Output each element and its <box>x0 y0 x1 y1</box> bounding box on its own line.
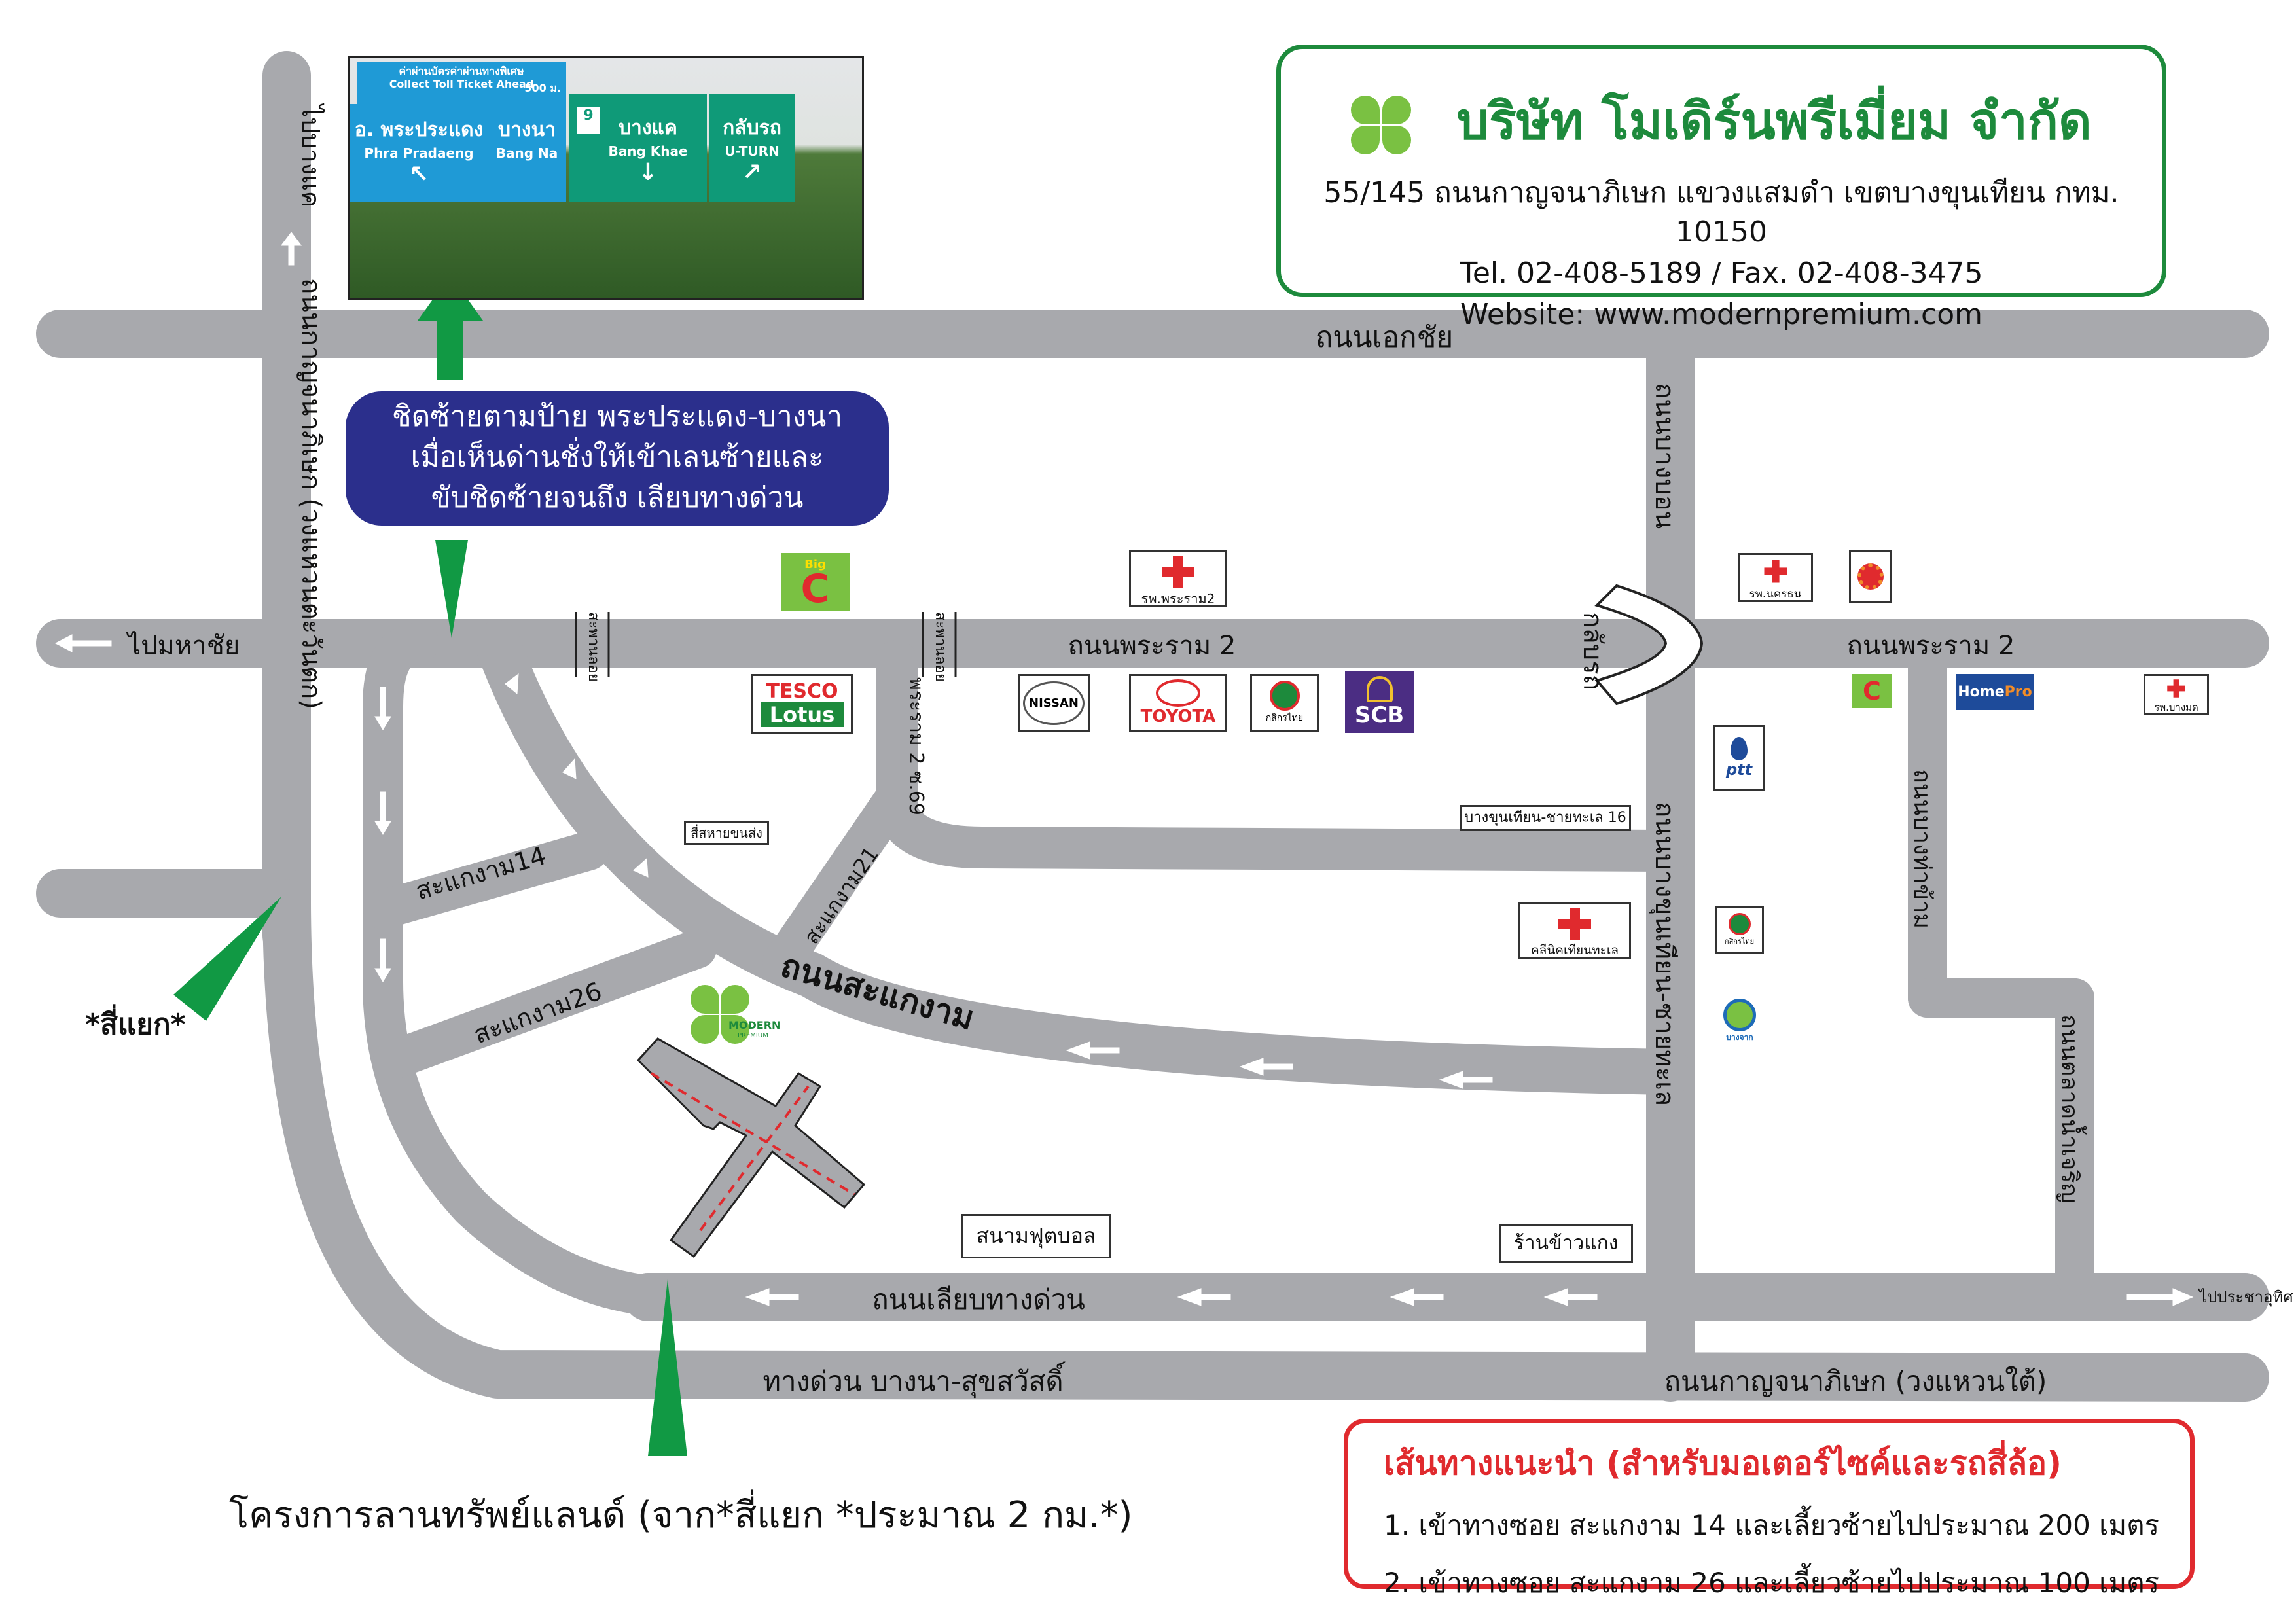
label-talad-nam: ถนนตลาดน้ำเจริญ <box>2056 1014 2087 1203</box>
kasikorn-emblem-icon <box>1269 681 1300 711</box>
road-kanchana-south <box>262 879 2269 1402</box>
company-website[interactable]: Website: www.modernpremium.com <box>1460 298 1982 331</box>
label-bang-bon: ถนนบางบอน <box>1649 383 1679 529</box>
sign-bang-khae: 9 บางแค Bang Khae ↓ <box>569 94 707 202</box>
tesco-lotus-logo: TESCO Lotus <box>751 674 853 734</box>
road-soi-26 <box>373 929 717 1080</box>
road-sakaengam <box>475 620 1693 1095</box>
toyota-logo: TOYOTA <box>1129 674 1227 732</box>
sun-logo <box>1849 550 1892 603</box>
kasikorn-logo-2: กสิกรไทย <box>1715 906 1764 954</box>
directions-line-1: ชิดซ้ายตามป้าย พระประแดง-บางนา <box>391 400 843 433</box>
project-site-dash-2 <box>699 1085 810 1232</box>
bangchak-leaf-icon <box>1723 998 1756 1031</box>
arrow-up-left-icon: ↖ <box>408 161 429 188</box>
directions-line-3: ขับชิดซ้ายจนถึง เลียบทางด่วน <box>431 481 804 514</box>
toyota-emblem-icon <box>1156 679 1200 707</box>
bangchak-logo: บางจาก <box>1717 995 1763 1047</box>
label-to-mahachai: ไปมหาชัย <box>126 631 240 661</box>
company-info-box: บริษัท โมเดิร์นพรีเมี่ยม จำกัด 55/145 ถน… <box>1276 45 2166 331</box>
green-pointer-intersection <box>173 897 281 1021</box>
label-rama2-right: ถนนพระราม 2 <box>1847 631 2015 661</box>
label-bang-tha-kham: ถนนบางท่าข้าม <box>1909 769 1935 929</box>
red-cross-icon <box>2167 679 2185 698</box>
directions-line-2: เมื่อเห็นด่านชั่งให้เข้าเลนซ้ายและ <box>410 440 824 474</box>
company-name: บริษัท โมเดิร์นพรีเมี่ยม จำกัด <box>1281 80 2162 162</box>
svg-text:สะพานลอย: สะพานลอย <box>585 612 601 682</box>
recommended-route-box: เส้นทางแนะนำ (สำหรับมอเตอร์ไซค์และรถสี่ล… <box>1344 1419 2195 1599</box>
kasikorn-emblem-icon <box>1728 913 1751 935</box>
route-badge: 9 <box>577 107 600 134</box>
directions-box: ชิดซ้ายตามป้าย พระประแดง-บางนา เมื่อเห็น… <box>346 391 889 526</box>
route-step-2: 2. เข้าทางซอย สะแกงาม 26 และเลี้ยวซ้ายไป… <box>1384 1567 2160 1599</box>
label-uturn: กลับรถ <box>1577 612 1607 690</box>
green-pointer-rama2 <box>435 540 468 638</box>
label-bangkhunthian: ถนนบางขุนเทียน-ชายทะเล <box>1649 802 1679 1106</box>
red-cross-icon <box>1558 908 1591 940</box>
label-kanchana-west: ถนนกาญจนาภิเษก (วงแหวนตะวันตก) <box>296 278 326 709</box>
road-ramp-loop <box>363 623 688 1317</box>
overpass-marker-1: สะพานลอย <box>575 612 610 682</box>
label-liap-tang-duan: ถนนเลียบทางด่วน <box>872 1283 1085 1315</box>
sun-icon <box>1857 563 1884 590</box>
road-sign-photo: ค่าผ่านบัตรค่าผ่านทางพิเศษ Collect Toll … <box>348 56 864 300</box>
label-to-bangkhae: ไปบางแค <box>296 103 325 207</box>
toll-ahead-sign: ค่าผ่านบัตรค่าผ่านทางพิเศษ Collect Toll … <box>357 62 566 105</box>
red-cross-icon <box>1764 560 1787 583</box>
poi-hospital-rama2: รพ.พระราม2 <box>1129 550 1227 607</box>
project-logo: MODERN PREMIUM <box>691 985 782 1057</box>
route-step-1: 1. เข้าทางซอย สะแกงาม 14 และเลี้ยวซ้ายไป… <box>1384 1509 2160 1541</box>
road-soi-21 <box>762 776 916 982</box>
company-logo-icon <box>1351 95 1429 154</box>
poi-football: สนามฟุตบอล <box>961 1214 1111 1258</box>
road-rama2-69 <box>876 640 1691 872</box>
svg-text:สะพานลอย: สะพานลอย <box>932 612 948 682</box>
ptt-flame-icon <box>1731 737 1748 760</box>
label-rama2-left: ถนนพระราม 2 <box>1068 631 1236 661</box>
green-arrow-to-sign <box>418 275 483 380</box>
red-cross-icon <box>1162 556 1194 588</box>
project-site-dash-1 <box>650 1072 855 1196</box>
nissan-logo: NISSAN <box>1018 674 1090 732</box>
white-direction-arrows <box>54 232 2194 1306</box>
big-c-logo: Big C <box>781 553 850 611</box>
poi-police: สี่สหายขนส่ง <box>684 821 769 845</box>
overpass-marker-2: สะพานลอย <box>922 612 957 682</box>
poi-hospital-nakhon: รพ.นครธน <box>1738 553 1813 602</box>
route-uturn-marker <box>1594 584 1704 705</box>
road-soi-14 <box>363 831 609 929</box>
company-phone: Tel. 02-408-5189 / Fax. 02-408-3475 <box>1460 257 1983 290</box>
sign-phra-pradaeng: อ. พระประแดง Phra Pradaeng ↖ <box>350 104 488 202</box>
arrow-up-right-icon: ↗ <box>742 159 762 186</box>
scb-emblem-icon <box>1366 675 1393 702</box>
poi-hospital-bangmod: รพ.บางมด <box>2144 674 2209 715</box>
road-label-bkt16: บางขุนเทียน-ชายทะเล 16 <box>1460 805 1631 831</box>
sign-uturn: กลับรถ U-TURN ↗ <box>709 94 795 202</box>
label-expressway: ทางด่วน บางนา-สุขสวัสดิ์ <box>762 1361 1066 1399</box>
label-rama2-69: พระราม 2 ซ.69 <box>905 677 927 815</box>
poi-restaurant: ร้านข้าวแกง <box>1499 1224 1633 1263</box>
label-kanchana-south: ถนนกาญจนาภิเษก (วงแหวนใต้) <box>1664 1365 2047 1397</box>
sign-bang-na: บางนา Bang Na <box>488 104 566 202</box>
company-address: 55/145 ถนนกาญจนาภิเษก แขวงแสมดำ เขตบางขุ… <box>1323 176 2119 249</box>
kasikorn-logo: กสิกรไทย <box>1250 674 1319 732</box>
label-ekachai: ถนนเอกชัย <box>1316 321 1454 354</box>
green-pointer-project <box>648 1279 687 1456</box>
project-caption: โครงการลานทรัพย์แลนด์ (จาก*สี่แยก *ประมา… <box>229 1494 1133 1537</box>
route-title: เส้นทางแนะนำ (สำหรับมอเตอร์ไซค์และรถสี่ล… <box>1384 1444 2062 1482</box>
label-to-prachautit: ไปประชาอุทิศ <box>2198 1288 2293 1307</box>
project-site-road <box>636 1037 866 1258</box>
clover-logo-icon <box>691 985 749 1044</box>
label-intersection: *สี่แยก* <box>85 1004 186 1041</box>
arrow-down-icon: ↓ <box>637 159 658 186</box>
big-c-logo-small: C <box>1852 674 1892 708</box>
ptt-logo: ptt <box>1713 725 1765 791</box>
scb-logo: SCB <box>1345 671 1414 733</box>
poi-clinic: คลีนิคเทียนทะเล <box>1518 902 1631 959</box>
